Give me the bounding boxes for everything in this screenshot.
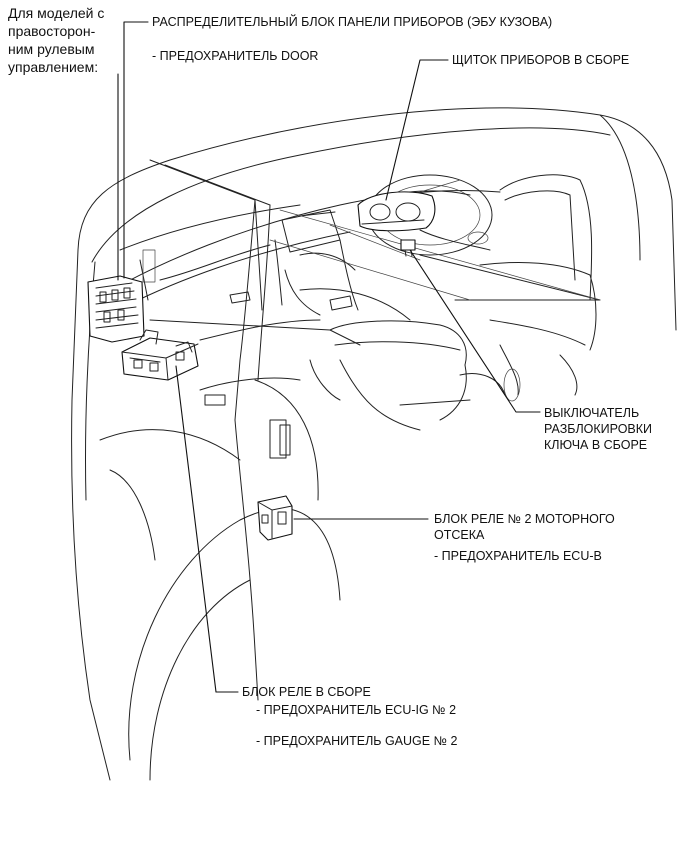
relay-block-fuse-ecu-ig2: - ПРЕДОХРАНИТЕЛЬ ECU-IG № 2: [256, 703, 457, 717]
relay-block-component: [121, 329, 199, 381]
engine-relay-block-fuse-ecu-b: - ПРЕДОХРАНИТЕЛЬ ECU-B: [434, 549, 602, 563]
unlock-switch-label-line: РАЗБЛОКИРОВКИ: [544, 422, 653, 436]
engine-relay-block-label-line: БЛОК РЕЛЕ № 2 МОТОРНОГО: [434, 512, 615, 526]
relay-block-label: БЛОК РЕЛЕ В СБОРЕ: [242, 685, 371, 699]
unlock-switch-label: ВЫКЛЮЧАТЕЛЬ РАЗБЛОКИРОВКИ КЛЮЧА В СБОРЕ: [544, 405, 652, 453]
relay-block-fuse-gauge2: - ПРЕДОХРАНИТЕЛЬ GAUGE № 2: [256, 734, 458, 748]
engine-relay-block-label-line: ОТСЕКА: [434, 528, 485, 542]
rhd-note-line: Для моделей с: [8, 5, 105, 21]
engine-relay-block-label: БЛОК РЕЛЕ № 2 МОТОРНОГО ОТСЕКА - ПРЕДОХР…: [434, 511, 615, 564]
junction-block-fuse-door: - ПРЕДОХРАНИТЕЛЬ DOOR: [152, 49, 319, 63]
engine-relay-block-component: [257, 495, 293, 541]
rhd-note-line: управлением:: [8, 59, 99, 75]
leader-line-unlock-switch: [409, 249, 541, 413]
unlock-switch-label-line: КЛЮЧА В СБОРЕ: [544, 438, 648, 452]
leader-line-relay-block: [175, 365, 239, 693]
leader-line-junction-block: [123, 21, 149, 279]
rhd-note: Для моделей с правосторон- ним рулевым у…: [8, 4, 104, 76]
junction-block-component: [87, 275, 145, 343]
combination-meter-label: ЩИТОК ПРИБОРОВ В СБОРЕ: [452, 53, 630, 67]
vehicle-body-outline: [71, 107, 677, 781]
combination-meter-component: [357, 191, 436, 232]
rhd-note-line: правосторон-: [8, 23, 96, 39]
rhd-note-line: ним рулевым: [8, 41, 95, 57]
junction-block-label: РАСПРЕДЕЛИТЕЛЬНЫЙ БЛОК ПАНЕЛИ ПРИБОРОВ (…: [152, 15, 553, 29]
dashboard-lines: [94, 174, 601, 431]
leader-line-combination-meter: [385, 59, 449, 201]
unlock-switch-label-line: ВЫКЛЮЧАТЕЛЬ: [544, 406, 640, 420]
